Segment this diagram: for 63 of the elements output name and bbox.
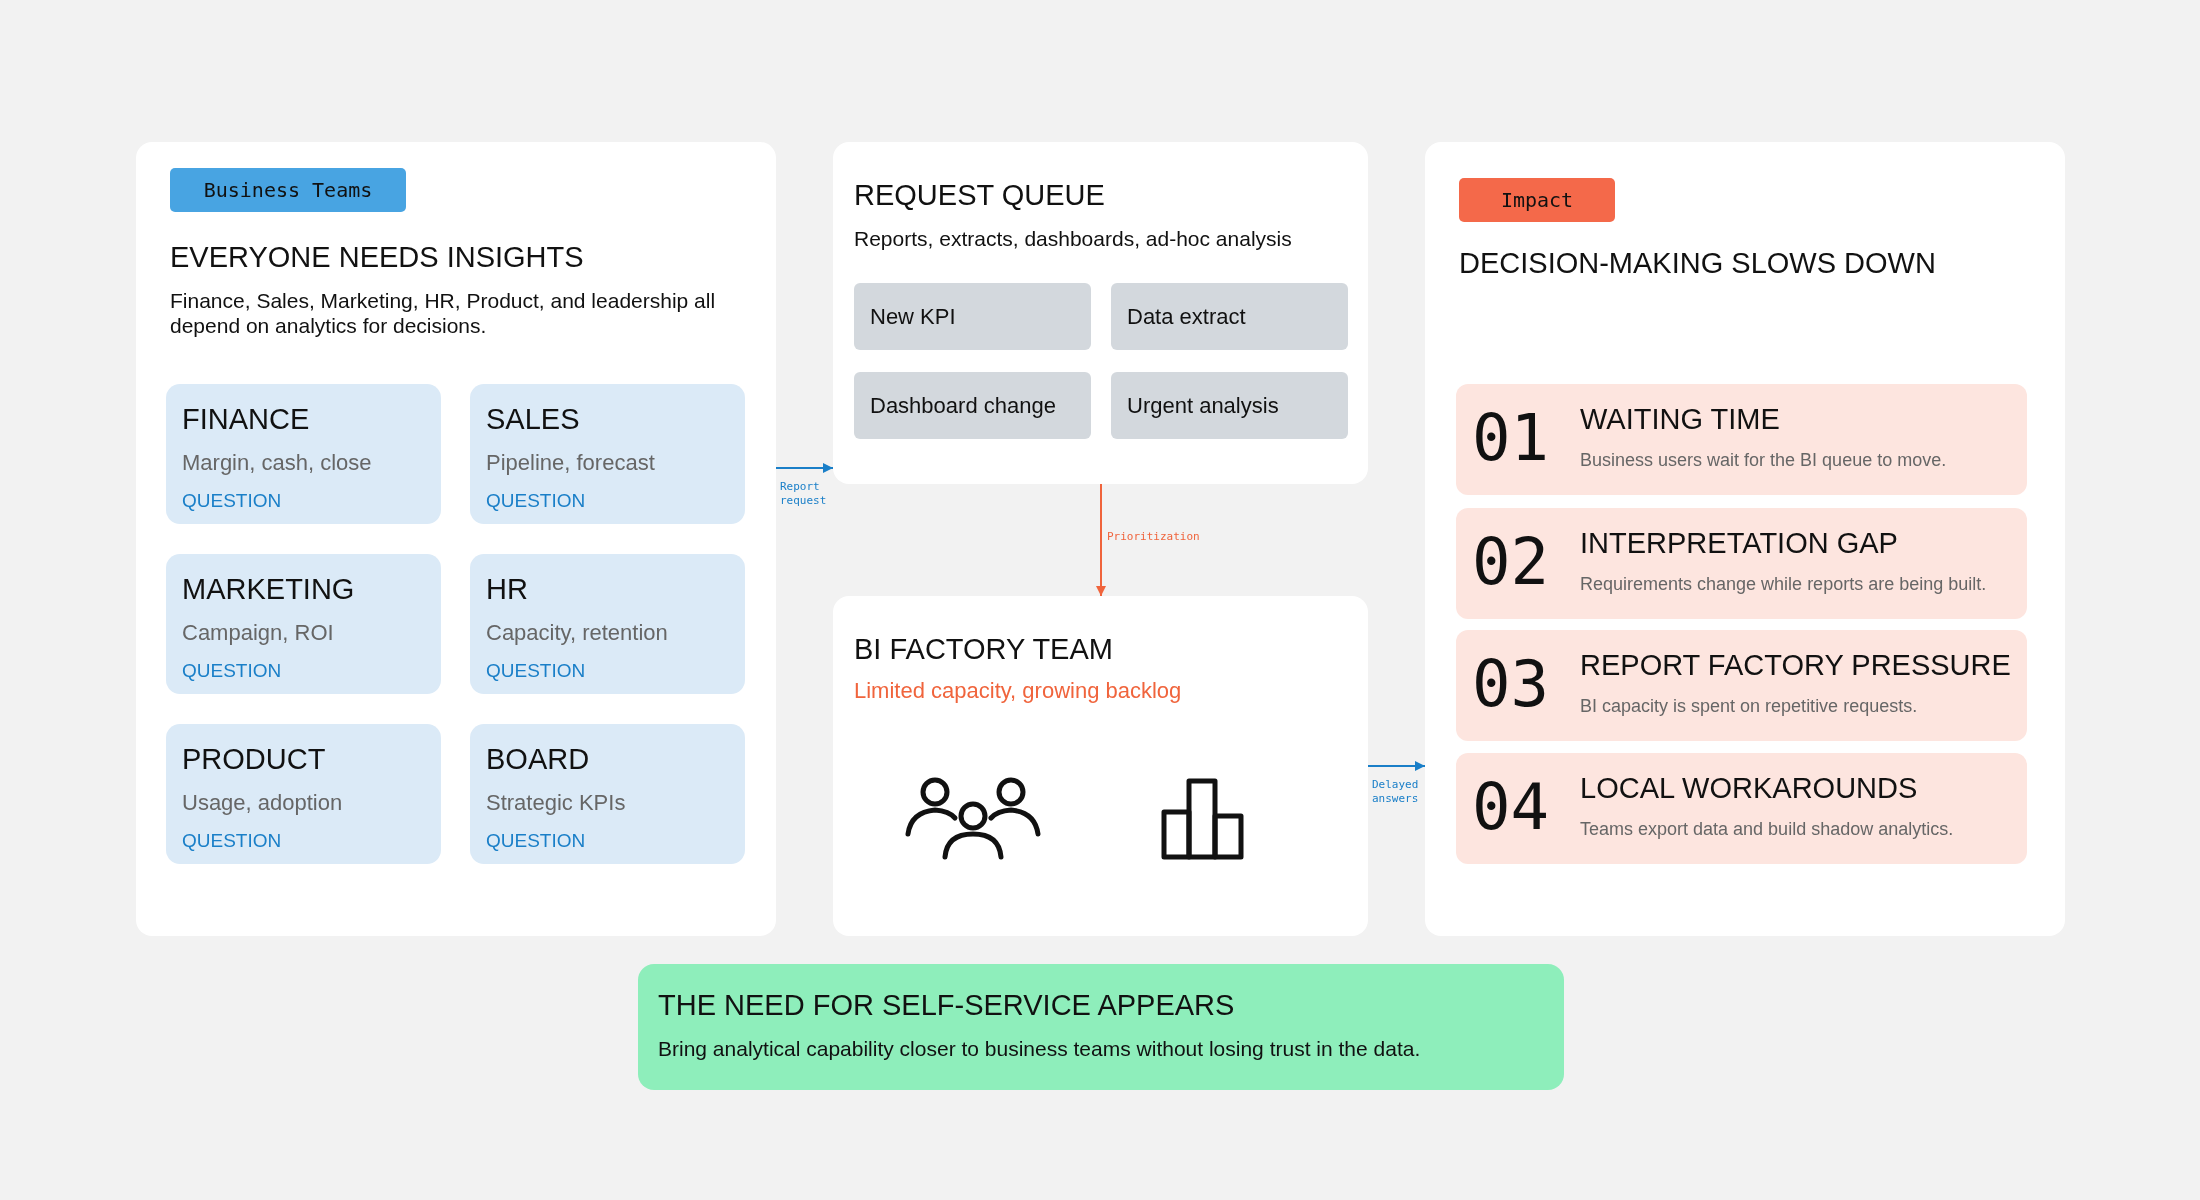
impact-card: [1456, 384, 2027, 495]
panel-card: [833, 142, 1368, 484]
impact-card: [1456, 508, 2027, 619]
panel-card: [833, 596, 1368, 936]
panel-card: [136, 142, 776, 936]
panel-description: Finance, Sales, Marketing, HR, Product, and leadership all depend on analytics for decisions.: [170, 288, 717, 339]
panel-description: Reports, extracts, dashboards, ad-hoc analysis: [854, 226, 1293, 252]
request-item: New KPI: [854, 283, 1091, 350]
card-subtitle: Pipeline, forecast: [486, 450, 655, 477]
step-number: 02: [1472, 524, 1550, 601]
team-card: [166, 384, 441, 524]
team-card: [470, 724, 745, 864]
card-tag: QUESTION: [486, 490, 586, 513]
card-title: LOCAL WORKAROUNDS: [1580, 771, 1918, 806]
card-tag: QUESTION: [182, 490, 282, 513]
card-subtitle: Campaign, ROI: [182, 620, 334, 647]
panel-card: [1425, 142, 2065, 936]
card-description: Requirements change while reports are being built.: [1580, 574, 1987, 596]
card-tag: QUESTION: [486, 660, 586, 683]
tag-label: Business Teams: [170, 168, 406, 212]
card-title: REPORT FACTORY PRESSURE: [1580, 648, 2011, 683]
callout-box: [638, 964, 1564, 1090]
impact-card: [1456, 630, 2027, 741]
impact-card: [1456, 753, 2027, 864]
card-description: BI capacity is spent on repetitive requests.: [1580, 696, 1918, 718]
card-tag: QUESTION: [182, 660, 282, 683]
team-card: [166, 554, 441, 694]
arrow: [1096, 483, 1106, 597]
callout-heading: THE NEED FOR SELF-SERVICE APPEARS: [658, 988, 1236, 1023]
request-item: Urgent analysis: [1111, 372, 1348, 439]
card-description: Teams export data and build shadow analytics.: [1580, 819, 1954, 841]
arrow: [775, 463, 834, 473]
card-title: WAITING TIME: [1580, 402, 1780, 437]
request-item: Data extract: [1111, 283, 1348, 350]
tag-label: Impact: [1459, 178, 1615, 222]
panel-heading: EVERYONE NEEDS INSIGHTS: [170, 240, 585, 275]
card-subtitle: Usage, adoption: [182, 790, 343, 817]
team-card: [166, 724, 441, 864]
card-description: Business users wait for the BI queue to move.: [1580, 450, 1947, 472]
panel-heading: BI FACTORY TEAM: [854, 632, 1114, 667]
card-subtitle: Capacity, retention: [486, 620, 668, 647]
panel-heading: DECISION-MAKING SLOWS DOWN: [1459, 246, 1937, 281]
step-number: 01: [1472, 400, 1550, 477]
card-tag: QUESTION: [182, 830, 282, 853]
card-title: INTERPRETATION GAP: [1580, 526, 1898, 561]
card-title: SALES: [486, 402, 580, 437]
team-card: [470, 554, 745, 694]
panel-heading: REQUEST QUEUE: [854, 178, 1106, 213]
card-title: MARKETING: [182, 572, 355, 607]
step-number: 03: [1472, 646, 1550, 723]
card-title: HR: [486, 572, 528, 607]
card-subtitle: Strategic KPIs: [486, 790, 626, 817]
team-card: [470, 384, 745, 524]
callout-description: Bring analytical capability closer to business teams without losing trust in the data.: [658, 1036, 1422, 1062]
request-item: Dashboard change: [854, 372, 1091, 439]
step-number: 04: [1472, 769, 1550, 846]
card-title: BOARD: [486, 742, 590, 777]
panel-subtitle: Limited capacity, growing backlog: [854, 678, 1183, 705]
card-title: FINANCE: [182, 402, 310, 437]
card-subtitle: Margin, cash, close: [182, 450, 372, 477]
card-title: PRODUCT: [182, 742, 326, 777]
arrow: [1367, 761, 1426, 771]
card-tag: QUESTION: [486, 830, 586, 853]
